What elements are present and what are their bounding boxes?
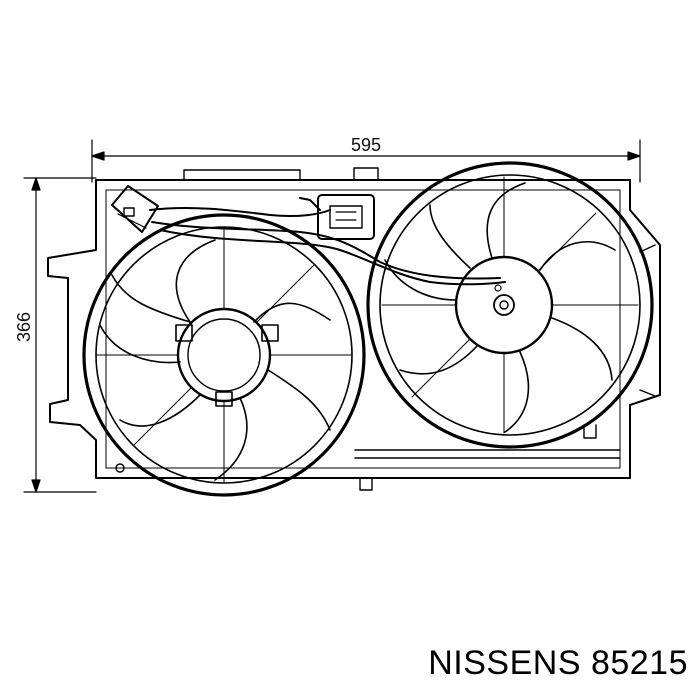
connector-center [317, 194, 375, 240]
width-dimension-label: 595 [351, 135, 381, 155]
wiring-harness [149, 197, 506, 286]
height-dimension-label: 366 [14, 312, 34, 342]
right-fan [366, 161, 654, 449]
left-fan [82, 213, 366, 497]
shroud-frame [47, 167, 661, 491]
connector-left [111, 185, 159, 233]
part-caption: NISSENS 85215 [428, 644, 688, 682]
height-dimension [23, 177, 97, 493]
width-dimension [91, 139, 641, 183]
